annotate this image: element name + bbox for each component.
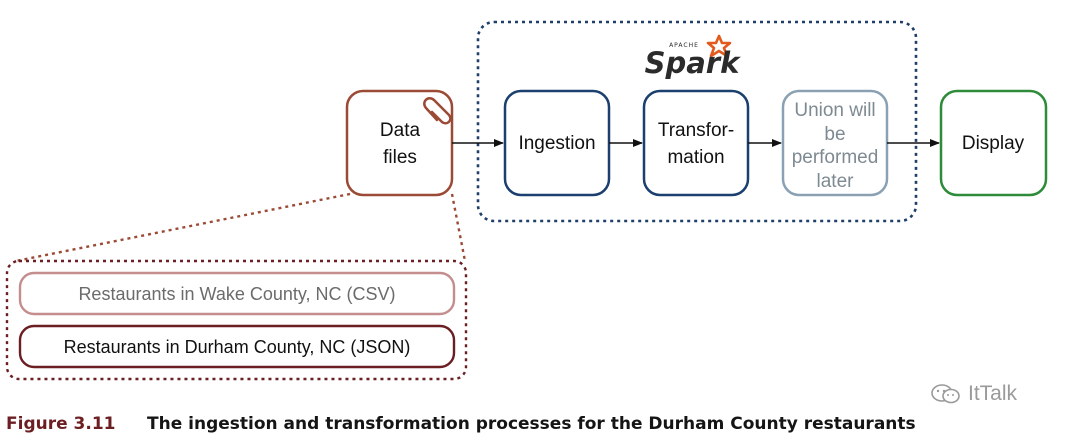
watermark-text: ItTalk [968, 382, 1018, 405]
figure-caption-text: The ingestion and transformation process… [147, 414, 916, 434]
node-display: Display [939, 89, 1048, 197]
node-transformation: Transfor- mation [642, 89, 750, 197]
union-label-4: later [817, 171, 855, 192]
transformation-label-1: Transfor- [658, 120, 734, 141]
spark-star-icon [706, 34, 732, 58]
paperclip-icon [423, 97, 452, 125]
sources-group [5, 259, 468, 381]
union-label-1: Union will [794, 100, 875, 121]
node-union: Union will be performed later [781, 89, 889, 197]
data-files-label-1: Data [380, 120, 421, 141]
display-label: Display [962, 133, 1025, 154]
figure-caption: Figure 3.11 The ingestion and transformat… [6, 410, 1080, 438]
figure-number: Figure 3.11 [6, 414, 116, 434]
spark-logo: APACHE Spark [645, 34, 742, 80]
source-wake: Restaurants in Wake County, NC (CSV) [18, 271, 456, 316]
source-durham: Restaurants in Durham County, NC (JSON) [18, 324, 456, 369]
ingestion-label: Ingestion [518, 133, 595, 154]
data-files-label-2: files [383, 147, 417, 168]
transformation-label-2: mation [667, 147, 724, 168]
callout-line-right [450, 193, 467, 262]
node-ingestion: Ingestion [503, 89, 611, 197]
node-data-files: Data files [345, 89, 454, 197]
wechat-icon [931, 384, 960, 404]
spark-logo-name: Spark [645, 46, 742, 80]
source-wake-label: Restaurants in Wake County, NC (CSV) [78, 284, 395, 304]
callout-line-left [15, 192, 351, 263]
source-durham-label: Restaurants in Durham County, NC (JSON) [64, 337, 411, 357]
union-label-3: performed [792, 147, 879, 168]
union-label-2: be [824, 124, 845, 145]
spark-group [476, 20, 918, 223]
watermark: ItTalk [930, 381, 1017, 407]
spark-logo-apache: APACHE [669, 42, 699, 49]
